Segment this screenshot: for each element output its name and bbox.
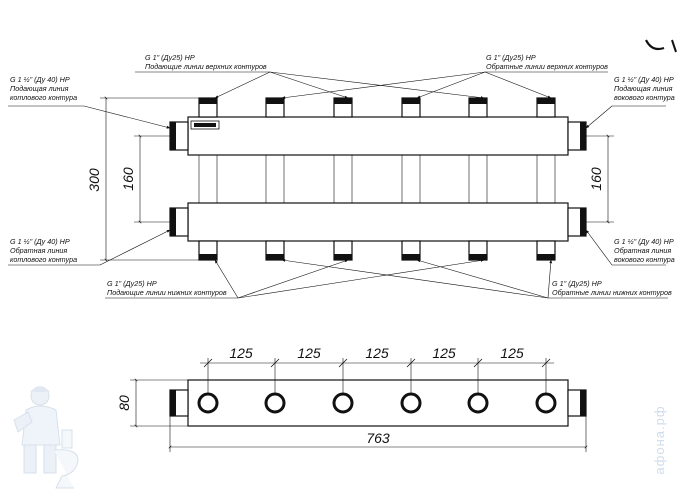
note-top-right: G 1 ½" (Ду 40) НР Подающая линия воковог… <box>614 75 675 102</box>
leaders-lower <box>105 259 668 299</box>
svg-text:Обратные линии нижних контуров: Обратные линии нижних контуров <box>552 288 672 297</box>
svg-text:котлового контура: котлового контура <box>10 255 77 264</box>
dimension-length: 763 <box>168 416 588 452</box>
note-top-left: G 1 ½" (Ду 40) НР Подающая линия котлово… <box>10 75 77 102</box>
pitch-label-3: 125 <box>365 345 389 361</box>
dimension-763-label: 763 <box>366 430 390 446</box>
connecting-columns <box>198 154 556 204</box>
svg-text:G 1" (Ду25) НР: G 1" (Ду25) НР <box>107 279 157 288</box>
side-connections <box>169 121 587 237</box>
dimension-height-total: 300 <box>86 96 199 262</box>
dimension-160-right-label: 160 <box>588 167 604 191</box>
plumber-mascot-watermark <box>13 386 79 489</box>
front-view: 300 160 160 <box>8 39 677 299</box>
dimension-axis-right: 160 <box>586 134 614 224</box>
svg-text:Подающая линия: Подающая линия <box>10 84 69 93</box>
svg-text:Обратные линии верхних контуро: Обратные линии верхних контуров <box>486 62 608 71</box>
dimension-pitch: 125 125 125 125 125 <box>200 345 554 394</box>
upper-header-pipe <box>187 116 569 156</box>
svg-text:вокового контура: вокового контура <box>614 93 675 102</box>
lower-header-pipe <box>187 202 569 242</box>
svg-text:G 1" (Ду25) НР: G 1" (Ду25) НР <box>486 53 536 62</box>
note-lower-return: G 1" (Ду25) НР Обратные линии нижних кон… <box>552 279 672 297</box>
svg-text:котлового контура: котлового контура <box>10 93 77 102</box>
leaders-side <box>8 105 666 266</box>
top-view-outlets <box>197 392 557 414</box>
svg-text:Обратная линия: Обратная линия <box>10 246 67 255</box>
svg-text:G 1 ½" (Ду 40) НР: G 1 ½" (Ду 40) НР <box>614 75 674 84</box>
svg-text:вокового контура: вокового контура <box>614 255 675 264</box>
svg-text:G 1 ½" (Ду 40) НР: G 1 ½" (Ду 40) НР <box>10 237 70 246</box>
leaders-upper <box>135 71 608 100</box>
pitch-label-1: 125 <box>229 345 253 361</box>
nameplate-logo <box>190 120 220 130</box>
svg-text:G 1" (Ду25) НР: G 1" (Ду25) НР <box>552 279 602 288</box>
dimension-300-label: 300 <box>86 168 102 192</box>
svg-text:Подающая линия: Подающая линия <box>614 84 673 93</box>
svg-text:Обратная линия: Обратная линия <box>614 246 671 255</box>
note-bottom-left: G 1 ½" (Ду 40) НР Обратная линия котлово… <box>10 237 77 264</box>
svg-text:G 1 ½" (Ду 40) НР: G 1 ½" (Ду 40) НР <box>10 75 70 84</box>
lower-nozzles <box>198 240 556 261</box>
pitch-label-4: 125 <box>432 345 456 361</box>
pitch-label-5: 125 <box>500 345 524 361</box>
top-view-body <box>187 379 569 427</box>
note-lower-supply: G 1" (Ду25) НР Подающие линии нижних кон… <box>107 279 227 297</box>
pitch-label-2: 125 <box>297 345 321 361</box>
dimension-axis-left: 160 <box>120 134 170 224</box>
svg-text:G 1 ½" (Ду 40) НР: G 1 ½" (Ду 40) НР <box>614 237 674 246</box>
note-bottom-right: G 1 ½" (Ду 40) НР Обратная линия воковог… <box>614 237 675 264</box>
cropped-fragment <box>645 39 677 53</box>
dimension-body-height: 80 <box>116 378 188 428</box>
note-upper-supply: G 1" (Ду25) НР Подающие линии верхних ко… <box>145 53 267 71</box>
svg-text:G 1" (Ду25) НР: G 1" (Ду25) НР <box>145 53 195 62</box>
upper-nozzles <box>198 97 556 118</box>
note-upper-return: G 1" (Ду25) НР Обратные линии верхних ко… <box>486 53 608 71</box>
dimension-160-left-label: 160 <box>120 167 136 191</box>
svg-text:Подающие линии нижних контуров: Подающие линии нижних контуров <box>107 288 227 297</box>
svg-text:Подающие линии верхних контуро: Подающие линии верхних контуров <box>145 62 267 71</box>
dimension-80-label: 80 <box>116 395 132 411</box>
site-watermark: афона.рф <box>652 405 667 474</box>
top-view: 125 125 125 125 125 80 763 <box>116 345 588 452</box>
